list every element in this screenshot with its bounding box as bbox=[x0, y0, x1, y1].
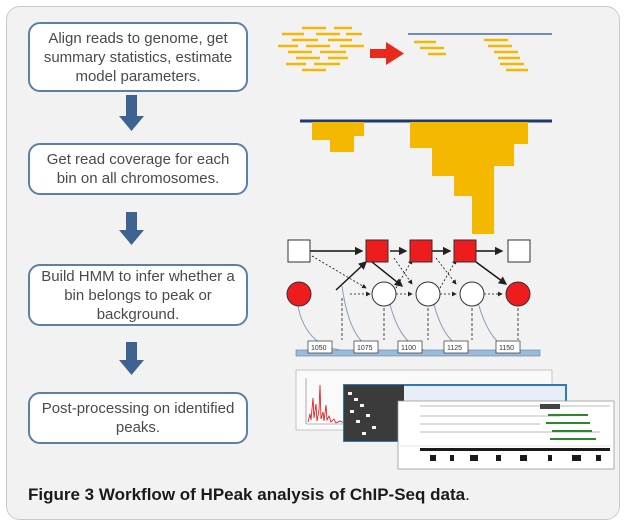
aligned-reads bbox=[408, 33, 552, 72]
bin-label-1100: 1100 bbox=[401, 345, 416, 352]
hmm-model: 1050 1075 1100 1125 1150 bbox=[286, 239, 541, 357]
caption-title: Workflow of HPeak analysis of ChIP-Seq d… bbox=[98, 485, 466, 504]
workflow-diagram: Align reads to genome, get summary stati… bbox=[28, 22, 615, 470]
caption-label: Figure 3 bbox=[28, 485, 95, 504]
down-arrow-2 bbox=[119, 212, 144, 245]
read-cluster-unaligned bbox=[278, 26, 364, 72]
red-arrow bbox=[370, 42, 404, 65]
down-arrow-3 bbox=[119, 342, 144, 375]
genome-browser-collage bbox=[295, 369, 615, 470]
step-align-reads-text: Align reads to genome, get summary stati… bbox=[43, 29, 233, 85]
bin-label-1075: 1075 bbox=[357, 345, 373, 352]
caption-period: . bbox=[465, 485, 470, 504]
step-read-coverage-text: Get read coverage for each bin on all ch… bbox=[46, 151, 230, 187]
bin-label-1050: 1050 bbox=[311, 345, 327, 352]
step-build-hmm: Build HMM to infer whether a bin belongs… bbox=[28, 264, 248, 326]
step-post-processing-text: Post-processing on identified peaks. bbox=[41, 400, 235, 436]
diagram-graphics: 1050 1075 1100 1125 1150 bbox=[119, 26, 615, 470]
step-build-hmm-text: Build HMM to infer whether a bin belongs… bbox=[41, 267, 235, 323]
bin-label-1150: 1150 bbox=[499, 345, 514, 352]
bin-label-1125: 1125 bbox=[447, 345, 462, 352]
step-read-coverage: Get read coverage for each bin on all ch… bbox=[28, 143, 248, 195]
down-arrow-1 bbox=[119, 95, 144, 131]
step-post-processing: Post-processing on identified peaks. bbox=[28, 392, 248, 444]
coverage-histogram bbox=[300, 119, 552, 234]
step-align-reads: Align reads to genome, get summary stati… bbox=[28, 22, 248, 92]
figure-caption: Figure 3 Workflow of HPeak analysis of C… bbox=[28, 485, 470, 505]
